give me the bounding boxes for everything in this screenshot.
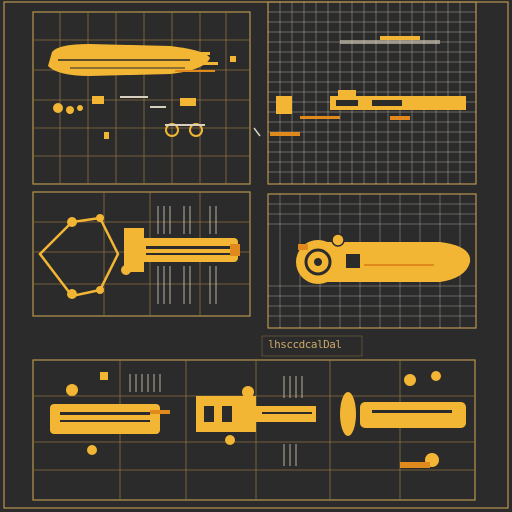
engine-study-middle	[196, 386, 316, 445]
engine-study-left	[50, 372, 170, 455]
mechanism-drawing	[270, 36, 466, 136]
panel-caption-bar	[261, 335, 363, 357]
outer-frame	[3, 1, 509, 509]
jointed-arm-drawing	[38, 214, 240, 299]
airship-drawing	[48, 44, 236, 139]
panel-top-right	[267, 1, 477, 185]
panel-top-left	[32, 11, 251, 185]
panel-middle-left	[32, 191, 251, 317]
panel-caption: lhsccdcalDal	[268, 338, 342, 351]
capsule-vehicle-drawing	[296, 233, 471, 284]
panel-middle-right	[267, 193, 477, 329]
panel-bottom	[32, 359, 476, 501]
engine-study-right	[340, 371, 466, 468]
divider-tick	[253, 127, 261, 137]
